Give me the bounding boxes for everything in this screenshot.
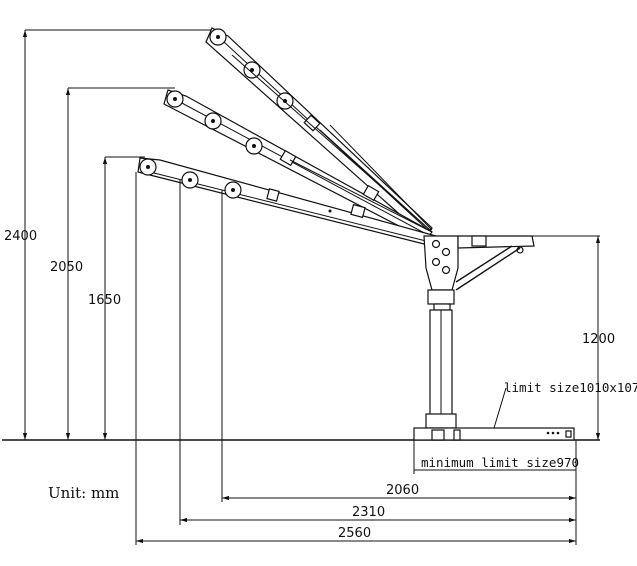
- reach-2310-label: 2310: [352, 505, 385, 520]
- boom-arm-high: [205, 27, 433, 237]
- base-limit-label: limit size1010x1070: [504, 380, 637, 395]
- reach-dimensions: [135, 172, 576, 545]
- min-limit-label: minimum limit size970: [421, 455, 579, 470]
- mast-head: [423, 235, 535, 311]
- crane-base: [413, 427, 575, 441]
- mast-column: [425, 309, 457, 429]
- height-2400-label: 2400: [4, 229, 37, 244]
- height-2050-label: 2050: [50, 260, 83, 275]
- height-dimensions: [22, 29, 601, 440]
- height-1650-label: 1650: [88, 293, 121, 308]
- reach-2060-label: 2060: [386, 483, 419, 498]
- unit-label: Unit: mm: [48, 484, 119, 502]
- height-1200-label: 1200: [582, 332, 615, 347]
- base-limit-leader: [493, 387, 507, 429]
- reach-2560-label: 2560: [338, 526, 371, 541]
- boom-arm-mid: [163, 89, 433, 241]
